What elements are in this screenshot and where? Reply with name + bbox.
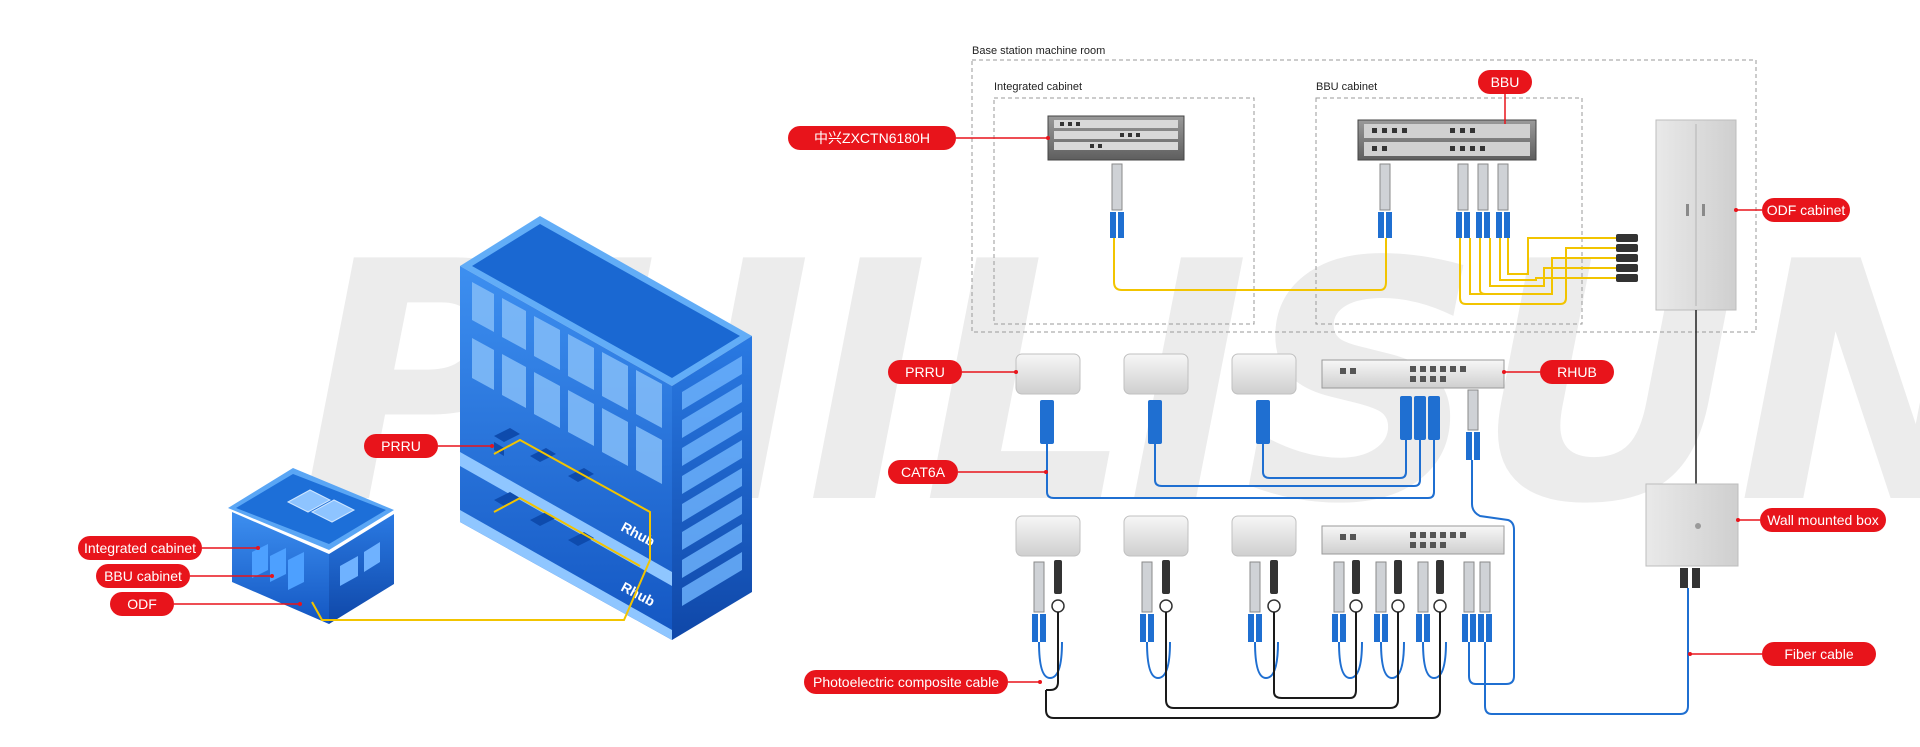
odf-fiber-connectors bbox=[1616, 234, 1638, 282]
odf-cabinet bbox=[1655, 119, 1737, 311]
machine-room-title: Base station machine room bbox=[972, 45, 1105, 57]
label-building-integrated-cabinet: Integrated cabinet bbox=[78, 536, 260, 560]
wall-mounted-box bbox=[1645, 483, 1739, 588]
small-house bbox=[228, 468, 394, 624]
bbu-device bbox=[1357, 119, 1537, 161]
composite-sfps bbox=[1033, 561, 1491, 613]
label-prru: PRRU bbox=[888, 360, 1018, 384]
svg-text:Fiber cable: Fiber cable bbox=[1784, 646, 1853, 662]
svg-text:BBU cabinet: BBU cabinet bbox=[104, 568, 182, 584]
svg-text:ODF: ODF bbox=[127, 596, 157, 612]
cat6a-cables bbox=[1046, 440, 1435, 499]
rhub-unit-1 bbox=[1321, 359, 1505, 389]
svg-text:RHUB: RHUB bbox=[1557, 364, 1597, 380]
composite-lc-connectors bbox=[1032, 614, 1492, 642]
label-building-bbu-cabinet: BBU cabinet bbox=[96, 564, 274, 588]
svg-text:中兴ZXCTN6180H: 中兴ZXCTN6180H bbox=[814, 130, 930, 146]
label-odf-cabinet: ODF cabinet bbox=[1734, 198, 1850, 222]
svg-text:PRRU: PRRU bbox=[381, 438, 421, 454]
rhub-unit-2 bbox=[1321, 525, 1505, 555]
prru-unit-2 bbox=[1123, 353, 1189, 395]
prru-row-composite bbox=[1015, 515, 1689, 719]
svg-text:BBU: BBU bbox=[1491, 74, 1520, 90]
label-bbu: BBU bbox=[1478, 70, 1532, 124]
label-building-prru: PRRU bbox=[364, 434, 494, 458]
composite-cables bbox=[1045, 612, 1441, 719]
building-illustration: Rhub Rhub PRRU Integrated cabinet BBU ca… bbox=[78, 216, 752, 640]
tall-building: Rhub Rhub bbox=[311, 216, 752, 640]
house-racks bbox=[252, 544, 304, 590]
machine-room: Base station machine room Integrated cab… bbox=[971, 45, 1757, 588]
label-rhub: RHUB bbox=[1502, 360, 1614, 384]
prru-unit-1 bbox=[1015, 353, 1081, 395]
svg-text:Photoelectric composite cable: Photoelectric composite cable bbox=[813, 674, 999, 690]
svg-text:CAT6A: CAT6A bbox=[901, 464, 946, 480]
prru-unit-4 bbox=[1015, 515, 1081, 557]
cabinet-transceivers bbox=[1111, 163, 1509, 211]
composite-power-plugs bbox=[1054, 560, 1444, 594]
yellow-fibers bbox=[1113, 237, 1616, 305]
label-fiber-cable: Fiber cable bbox=[1688, 642, 1876, 666]
svg-text:Wall mounted box: Wall mounted box bbox=[1767, 512, 1879, 528]
svg-text:PRRU: PRRU bbox=[905, 364, 945, 380]
prru-unit-6 bbox=[1231, 515, 1297, 557]
label-cat6a: CAT6A bbox=[888, 460, 1048, 484]
cabinet-lc-connectors bbox=[1110, 212, 1510, 238]
bbu-cabinet-title: BBU cabinet bbox=[1316, 81, 1377, 93]
label-zte-router: 中兴ZXCTN6180H bbox=[788, 126, 1050, 150]
prru-unit-3 bbox=[1231, 353, 1297, 395]
integrated-cabinet-title: Integrated cabinet bbox=[994, 81, 1082, 93]
zte-router bbox=[1047, 115, 1185, 161]
prru-row-cat6a bbox=[1015, 353, 1515, 685]
svg-text:ODF cabinet: ODF cabinet bbox=[1767, 202, 1846, 218]
label-wall-mounted-box: Wall mounted box bbox=[1736, 508, 1886, 532]
label-building-odf: ODF bbox=[110, 592, 302, 616]
prru-unit-5 bbox=[1123, 515, 1189, 557]
cat6a-plugs bbox=[1040, 396, 1440, 444]
svg-text:Integrated cabinet: Integrated cabinet bbox=[84, 540, 196, 556]
label-composite-cable: Photoelectric composite cable bbox=[804, 670, 1042, 694]
